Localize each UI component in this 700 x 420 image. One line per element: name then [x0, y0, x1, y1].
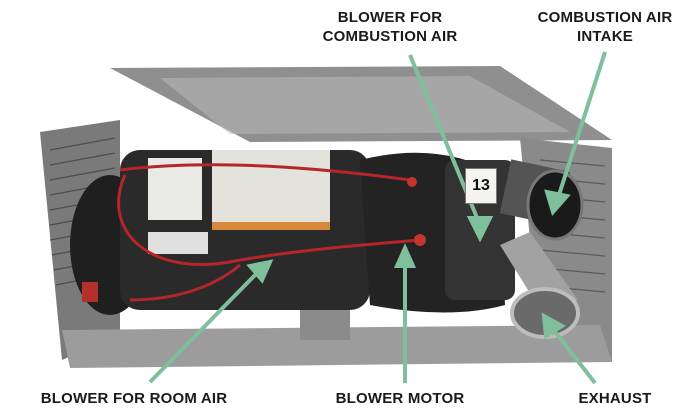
- label-combustion-air-intake-line1: COMBUSTION AIR: [537, 9, 673, 26]
- wire-left: [117, 174, 241, 266]
- label-blower-combustion-air: BLOWER FOR COMBUSTION AIR: [300, 8, 480, 46]
- wire-bottom: [239, 238, 421, 262]
- arrow-combustion-air-intake: [556, 51, 607, 199]
- wire-connector-top: [407, 177, 417, 187]
- gas-fitting: [82, 282, 98, 302]
- arrow-exhaust-head: [541, 312, 566, 340]
- motor-label-left: [148, 158, 202, 220]
- base-tray: [62, 325, 612, 368]
- label-blower-combustion-air-line2: COMBUSTION AIR: [322, 28, 458, 45]
- motor-label-main: [212, 150, 330, 230]
- label-combustion-air-intake: COMBUSTION AIR INTAKE: [530, 8, 680, 46]
- wire-top: [119, 163, 411, 182]
- unit-number-tag: 13: [465, 168, 497, 204]
- top-cover-vents: [160, 76, 570, 134]
- arrow-blower-combustion-air-head: [466, 216, 494, 243]
- motor-label-stripe: [212, 222, 330, 230]
- wire-connector-mid: [414, 234, 426, 246]
- wire-lower: [129, 263, 241, 302]
- wiring: [117, 163, 421, 302]
- arrow-blower-room-air: [148, 270, 260, 384]
- motor-label-small: [148, 232, 208, 254]
- label-blower-room-air: BLOWER FOR ROOM AIR: [40, 390, 228, 407]
- arrow-combustion-air-intake-head: [544, 189, 571, 217]
- arrow-exhaust: [550, 326, 597, 385]
- arrow-blower-motor-head: [393, 243, 417, 268]
- label-blower-motor: BLOWER MOTOR: [335, 390, 465, 407]
- label-combustion-air-intake-line2: INTAKE: [577, 28, 633, 45]
- arrow-blower-room-air-head: [246, 259, 274, 284]
- label-blower-combustion-air-line1: BLOWER FOR: [337, 9, 443, 26]
- label-exhaust: EXHAUST: [578, 390, 652, 407]
- callout-arrows: [148, 51, 607, 385]
